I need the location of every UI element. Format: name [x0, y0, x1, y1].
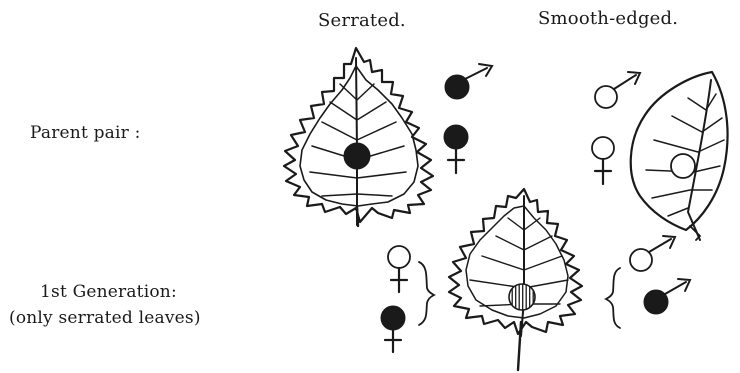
female-symbol-recessive-gen1	[388, 246, 410, 292]
bracket-right-pair	[606, 268, 620, 328]
serrated-leaf-parent	[284, 48, 433, 226]
smooth-edged-leaf-parent	[631, 72, 728, 240]
male-symbol-dominant-gen1	[644, 279, 690, 314]
female-symbol-dominant-gen1	[381, 306, 405, 352]
serrated-leaf-first-generation	[449, 189, 582, 370]
female-symbol-recessive-parent	[592, 137, 614, 184]
female-symbol-dominant-parent	[444, 125, 468, 173]
male-symbol-recessive-gen1	[630, 236, 675, 271]
male-symbol-dominant-parent	[445, 64, 492, 99]
bracket-left-pair	[419, 262, 434, 325]
male-symbol-recessive-parent	[595, 72, 640, 108]
